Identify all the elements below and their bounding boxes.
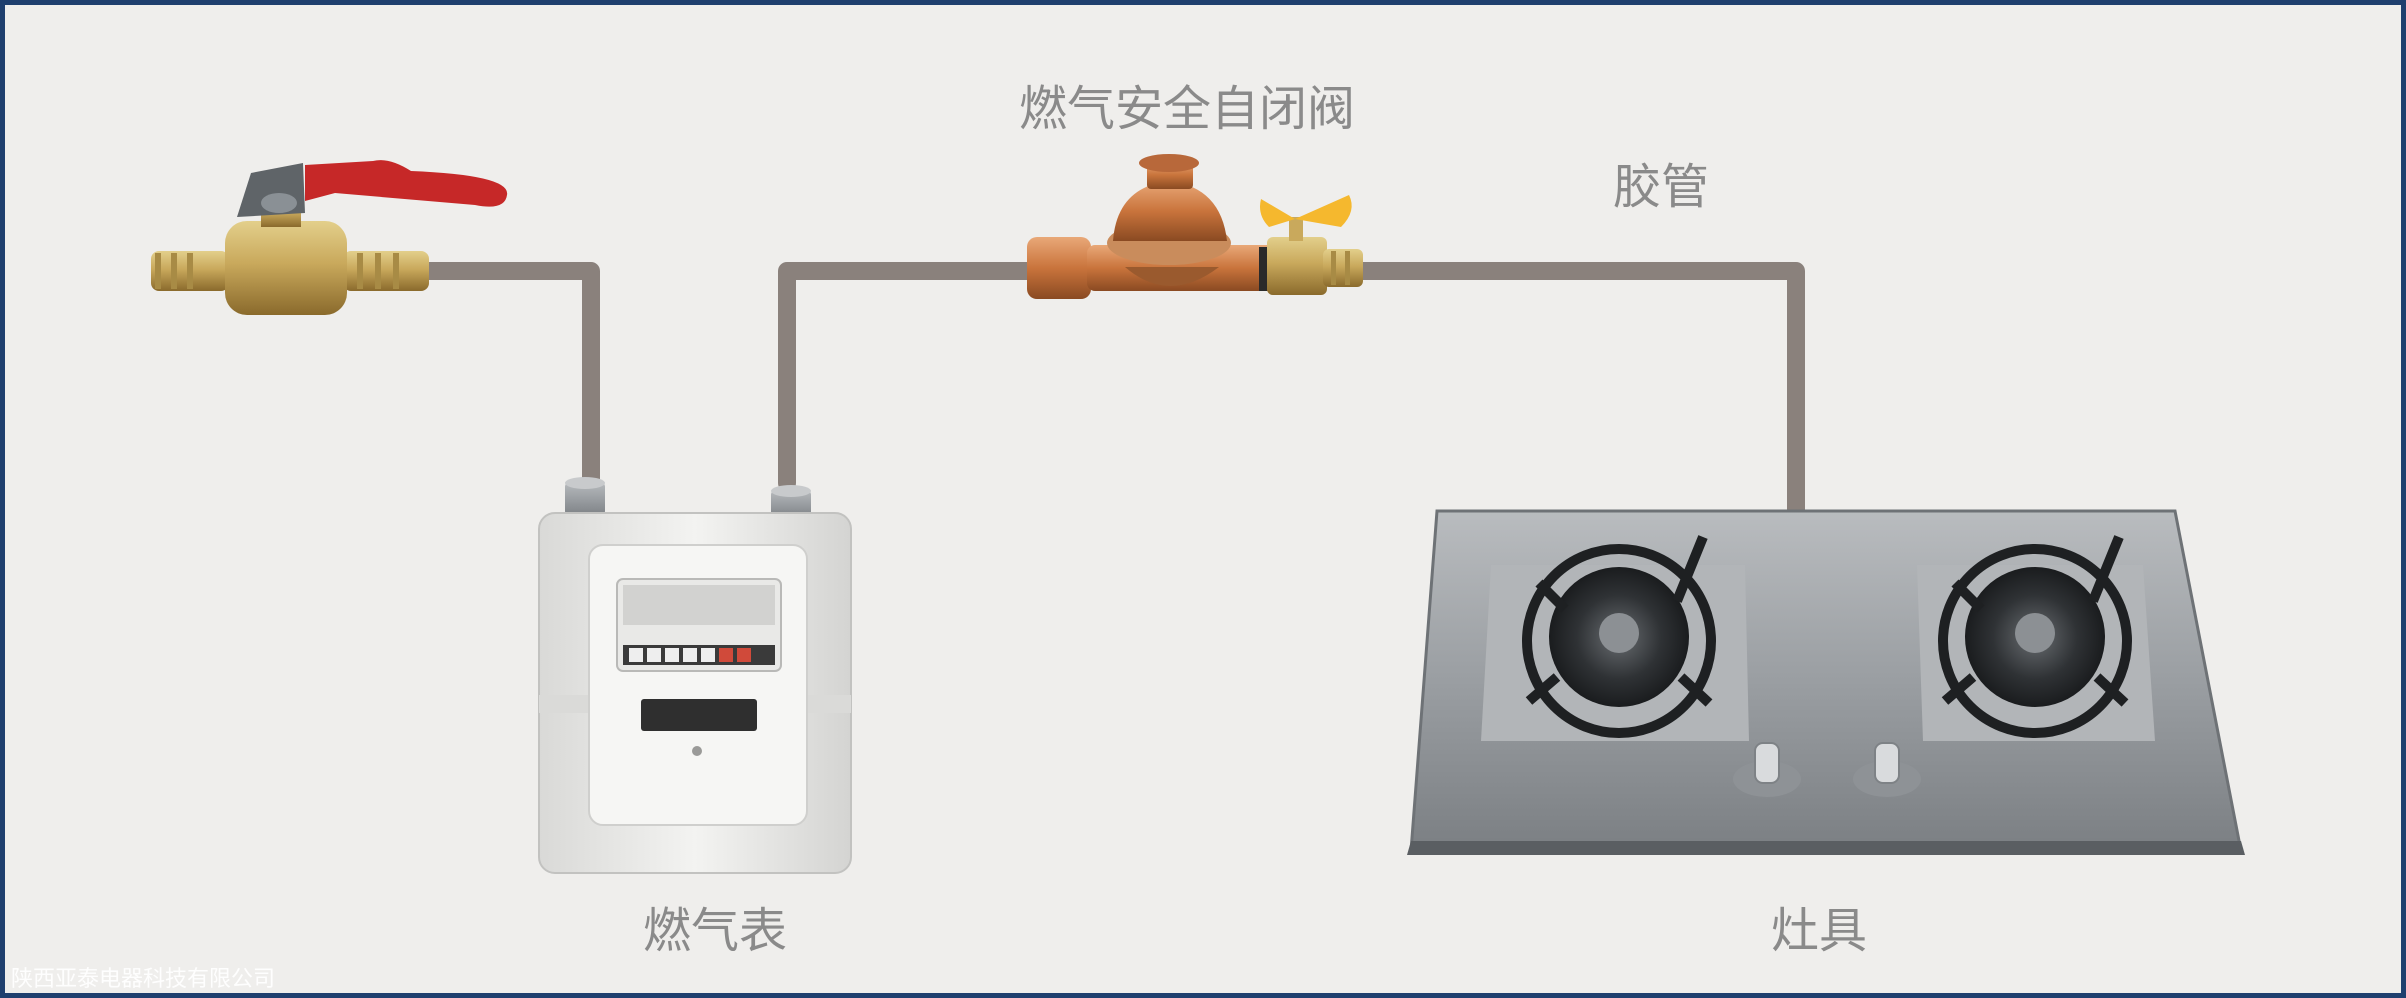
pipe-meter-to-safety-valve — [778, 262, 1036, 492]
pipe-valve-to-meter — [414, 262, 600, 492]
ball-valve-icon — [151, 160, 508, 315]
company-watermark: 陕西亚泰电器科技有限公司 — [11, 967, 276, 992]
safety-shutoff-valve-icon — [1027, 154, 1363, 299]
gas-meter-icon — [538, 477, 852, 874]
hose-label: 胶管 — [1613, 159, 1710, 215]
gas-stove-icon — [1407, 509, 2245, 855]
stove-label: 灶具 — [1771, 903, 1868, 959]
gas-installation-diagram — [151, 154, 2245, 874]
hose-safety-valve-to-stove — [1352, 262, 1805, 520]
safety-valve-label: 燃气安全自闭阀 — [1019, 81, 1356, 137]
gas-meter-label: 燃气表 — [643, 903, 788, 959]
